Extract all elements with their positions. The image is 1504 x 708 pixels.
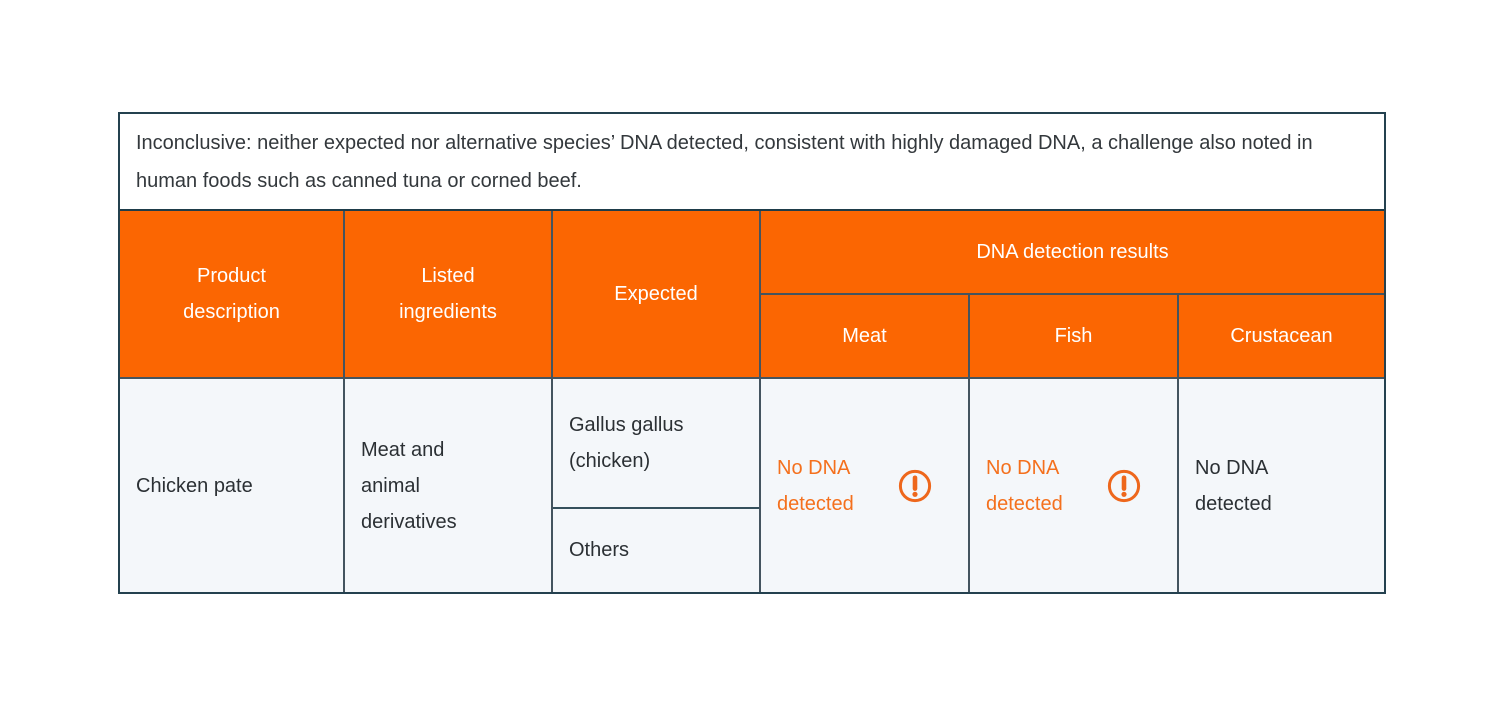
column-group-dna-detection-results: DNA detection results Meat Fish Crustace… [761,211,1384,377]
inconclusive-note: Inconclusive: neither expected nor alter… [120,114,1384,211]
group-header-label: DNA detection results [976,240,1169,263]
column-header-label: Fish [1054,325,1093,347]
table-row: Chicken pate Meat and animal derivatives… [120,379,1384,592]
dna-results-table: Inconclusive: neither expected nor alter… [118,112,1386,594]
inconclusive-note-text: Inconclusive: neither expected nor alter… [136,132,1313,192]
alert-circle-icon [897,468,933,504]
expected-primary-text: Gallus gallus (chicken) [569,414,684,472]
cell-expected: Gallus gallus (chicken) Others [553,379,761,592]
alert-circle-icon [1106,468,1142,504]
cell-result-meat: No DNA detected [761,379,970,592]
product-name: Chicken pate [136,474,253,497]
cell-product-description: Chicken pate [120,379,345,592]
column-header-crustacean: Crustacean [1179,295,1384,377]
result-meat-text: No DNA detected [777,456,854,515]
ingredients-text: Meat and animal derivatives [361,438,457,533]
column-header-product-description: Product description [120,211,345,377]
cell-result-fish: No DNA detected [970,379,1179,592]
cell-result-crustacean: No DNA detected [1179,379,1384,592]
column-header-meat: Meat [761,295,970,377]
result-fish-text: No DNA detected [986,456,1063,515]
column-header-label: Listed ingredients [399,265,497,323]
result-crustacean-text: No DNA detected [1195,456,1272,515]
column-header-label: Product description [183,265,280,323]
cell-listed-ingredients: Meat and animal derivatives [345,379,553,592]
column-header-label: Expected [614,283,698,305]
sub-header-row: Meat Fish Crustacean [761,295,1384,377]
expected-secondary-text: Others [569,539,630,561]
group-header-dna-detection-results: DNA detection results [761,211,1384,295]
column-header-label: Crustacean [1230,325,1333,347]
column-header-label: Meat [842,325,887,347]
column-header-fish: Fish [970,295,1179,377]
column-header-expected: Expected [553,211,761,377]
column-header-listed-ingredients: Listed ingredients [345,211,553,377]
expected-secondary-cell: Others [553,509,759,592]
table-header: Product description Listed ingredients E… [120,211,1384,379]
expected-primary-cell: Gallus gallus (chicken) [553,379,759,509]
